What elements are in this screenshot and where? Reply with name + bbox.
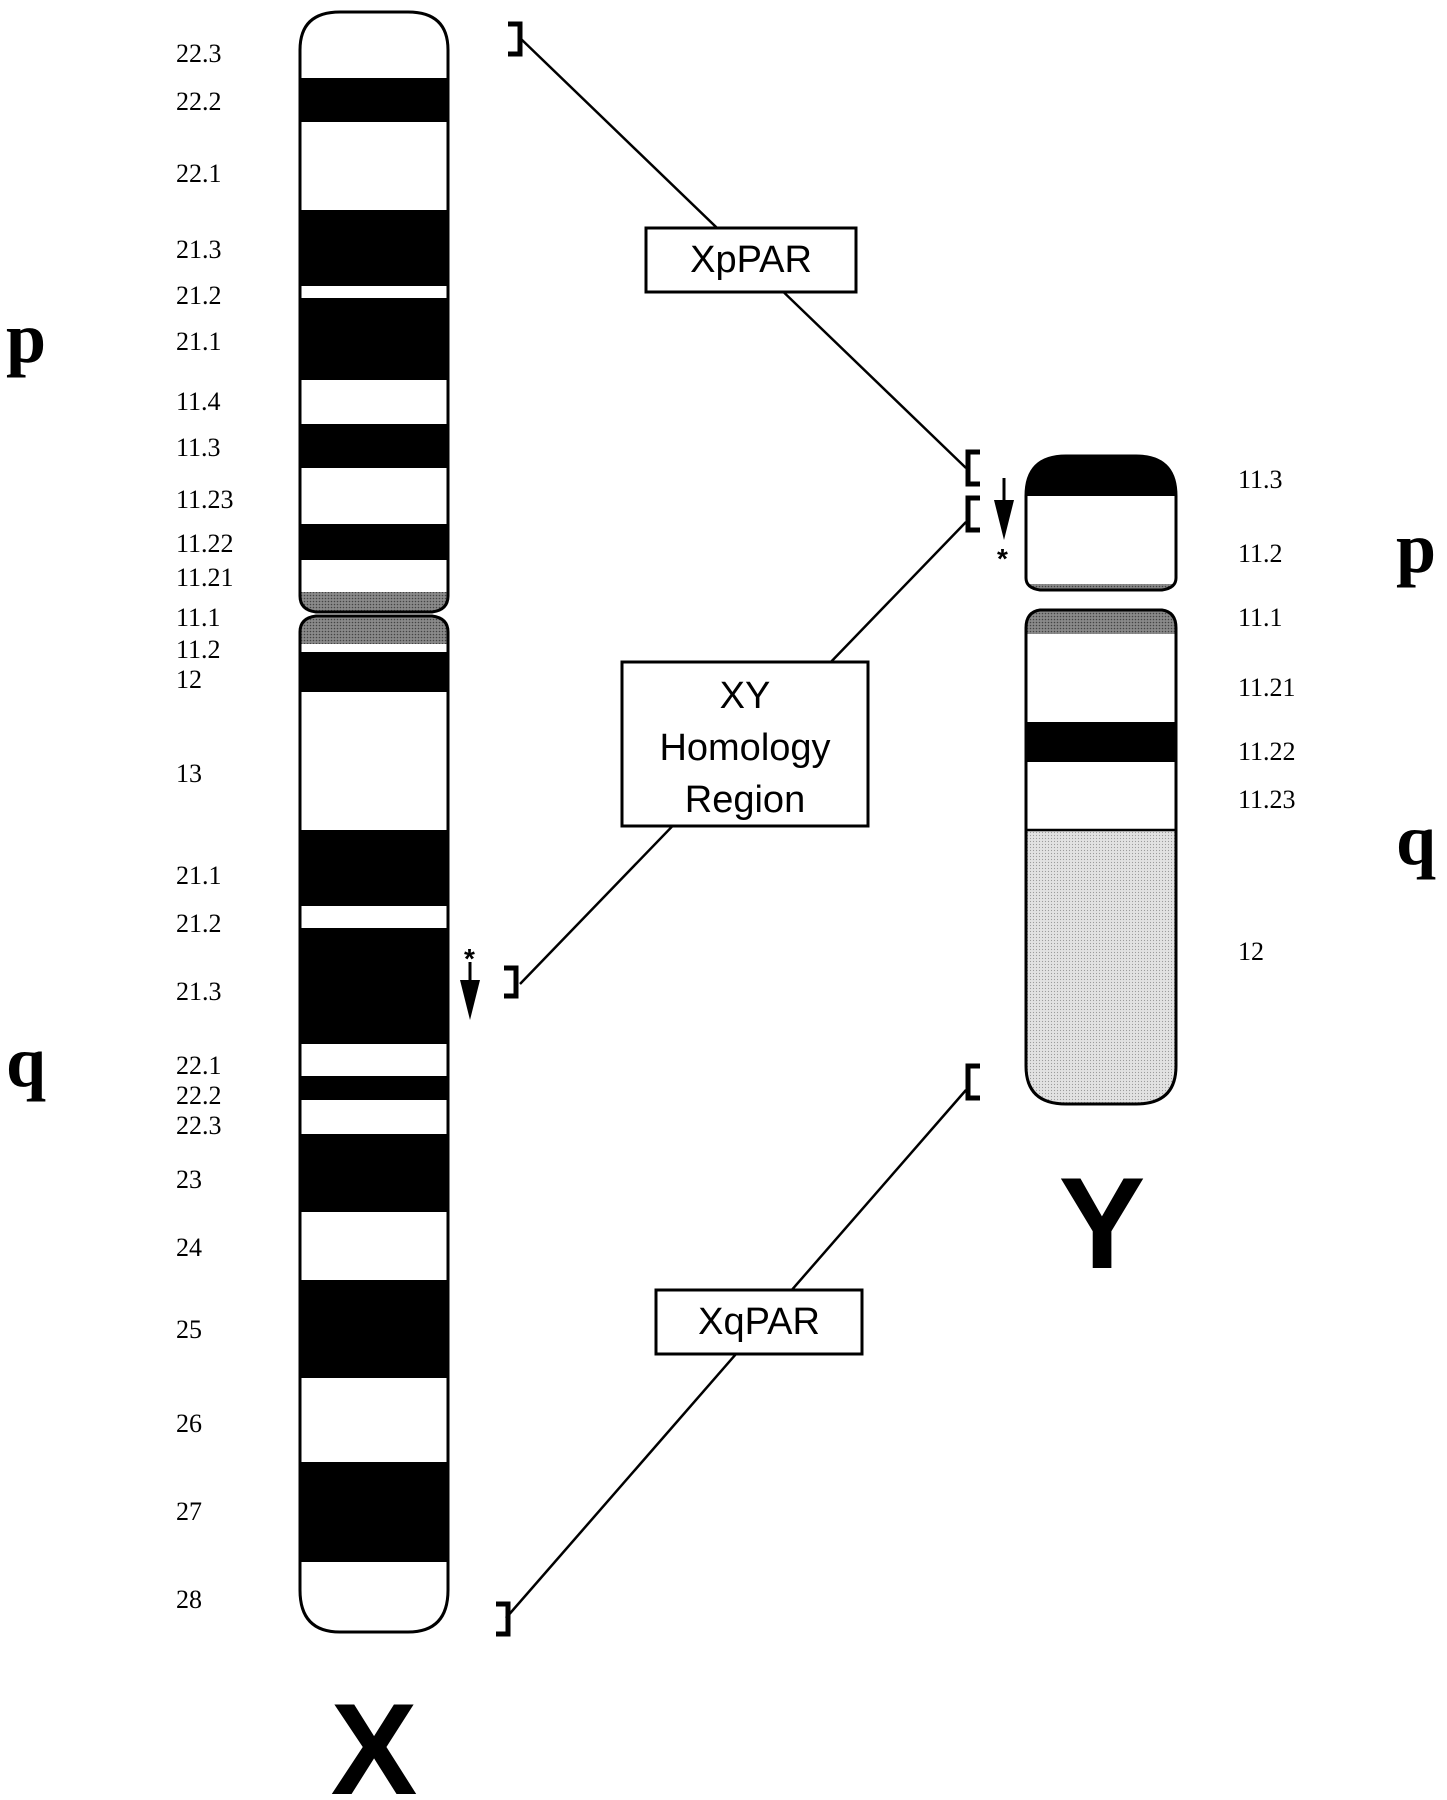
x-band-label: 25 xyxy=(176,1315,202,1344)
y-band-label: 11.21 xyxy=(1238,673,1296,702)
y-band-label: 11.1 xyxy=(1238,603,1283,632)
x-band-label: 22.2 xyxy=(176,87,222,116)
x-band-label: 22.2 xyxy=(176,1081,222,1110)
y-band-label: 12 xyxy=(1238,937,1264,966)
xppar-box: XpPAR xyxy=(644,226,858,294)
x-asterisk: * xyxy=(464,943,475,974)
x-band-labels: 22.3 22.2 22.1 21.3 21.2 21.1 11.4 11.3 … xyxy=(176,39,234,1614)
bracket-y-xqpar xyxy=(965,1063,980,1101)
y-asterisk: * xyxy=(997,543,1008,574)
x-band-label: 21.1 xyxy=(176,327,222,356)
x-marker: * xyxy=(460,943,480,1020)
xy-homology-label-line1: XY xyxy=(720,675,771,717)
bracket-x-xqpar xyxy=(496,1601,511,1637)
band-x-p11.3 xyxy=(300,424,448,468)
band-x-q21.3 xyxy=(300,928,448,1044)
chromosome-y-q-arm xyxy=(1026,610,1176,1104)
xppar-label: XpPAR xyxy=(690,239,812,281)
band-x-q25 xyxy=(300,1280,448,1378)
chromosome-y-p-arm xyxy=(1026,456,1176,590)
x-band-label: 21.2 xyxy=(176,909,222,938)
xy-homology-box: XY Homology Region xyxy=(620,660,870,828)
band-x-q11.1-centromere xyxy=(300,616,448,644)
chromosome-y-name: Y xyxy=(1059,1150,1146,1296)
band-x-q27 xyxy=(300,1462,448,1562)
band-y-q11.22 xyxy=(1026,722,1176,762)
y-q-arm-label: q xyxy=(1396,800,1436,880)
band-x-p22.2 xyxy=(300,78,448,122)
bracket-x-homology xyxy=(504,965,519,999)
y-band-labels: 11.3 11.2 11.1 11.21 11.22 11.23 12 xyxy=(1238,465,1296,966)
xy-homology-label-line3: Region xyxy=(685,779,805,821)
band-y-p11.1-centromere xyxy=(1026,584,1176,590)
x-band-label: 11.2 xyxy=(176,635,221,664)
x-band-label: 21.1 xyxy=(176,861,222,890)
down-arrow-icon xyxy=(994,500,1014,540)
x-band-label: 11.22 xyxy=(176,529,234,558)
x-q-arm-label: q xyxy=(6,1022,46,1102)
x-band-label: 13 xyxy=(176,759,202,788)
x-band-label: 26 xyxy=(176,1409,202,1438)
band-x-q12 xyxy=(300,652,448,692)
band-x-p11.1-centromere xyxy=(300,592,448,612)
chromosome-x-p-arm xyxy=(300,12,448,612)
x-band-label: 11.21 xyxy=(176,563,234,592)
band-y-q11.1-centromere xyxy=(1026,610,1176,634)
band-y-p11.3 xyxy=(1026,456,1176,496)
band-x-p21.1 xyxy=(300,298,448,380)
chromosome-x xyxy=(298,10,450,1634)
x-band-label: 28 xyxy=(176,1585,202,1614)
x-band-label: 11.3 xyxy=(176,433,221,462)
chromosome-y xyxy=(1024,454,1178,1106)
bracket-y-homology xyxy=(965,495,980,533)
y-marker: * xyxy=(994,478,1014,574)
y-band-label: 11.23 xyxy=(1238,785,1296,814)
band-x-q23 xyxy=(300,1134,448,1212)
x-band-label: 22.1 xyxy=(176,1051,222,1080)
x-band-label: 22.3 xyxy=(176,39,222,68)
x-band-label: 12 xyxy=(176,665,202,694)
band-x-q22.2 xyxy=(300,1076,448,1100)
xy-homology-label-line2: Homology xyxy=(659,727,830,769)
x-band-label: 27 xyxy=(176,1497,202,1526)
xqpar-label: XqPAR xyxy=(698,1301,820,1343)
band-y-q12 xyxy=(1026,830,1176,1104)
brackets xyxy=(496,21,980,1637)
bracket-x-xppar xyxy=(508,21,523,57)
x-band-label: 22.3 xyxy=(176,1111,222,1140)
down-arrow-icon xyxy=(460,980,480,1020)
x-band-label: 11.23 xyxy=(176,485,234,514)
x-band-label: 21.3 xyxy=(176,977,222,1006)
band-x-q21.1 xyxy=(300,830,448,906)
chromosome-x-name: X xyxy=(331,1676,418,1800)
x-band-label: 11.4 xyxy=(176,387,221,416)
x-band-label: 21.2 xyxy=(176,281,222,310)
xqpar-box: XqPAR xyxy=(654,1288,864,1356)
x-band-label: 24 xyxy=(176,1233,202,1262)
x-band-label: 11.1 xyxy=(176,603,221,632)
x-band-label: 21.3 xyxy=(176,235,222,264)
y-band-label: 11.2 xyxy=(1238,539,1283,568)
band-x-p11.22 xyxy=(300,524,448,560)
x-p-arm-label: p xyxy=(6,298,46,378)
x-band-label: 23 xyxy=(176,1165,202,1194)
band-x-p21.3 xyxy=(300,210,448,286)
y-band-label: 11.3 xyxy=(1238,465,1283,494)
x-band-label: 22.1 xyxy=(176,159,222,188)
y-p-arm-label: p xyxy=(1396,508,1436,588)
chromosome-x-q-arm xyxy=(300,616,448,1632)
y-band-label: 11.22 xyxy=(1238,737,1296,766)
bracket-y-xppar xyxy=(965,449,980,487)
